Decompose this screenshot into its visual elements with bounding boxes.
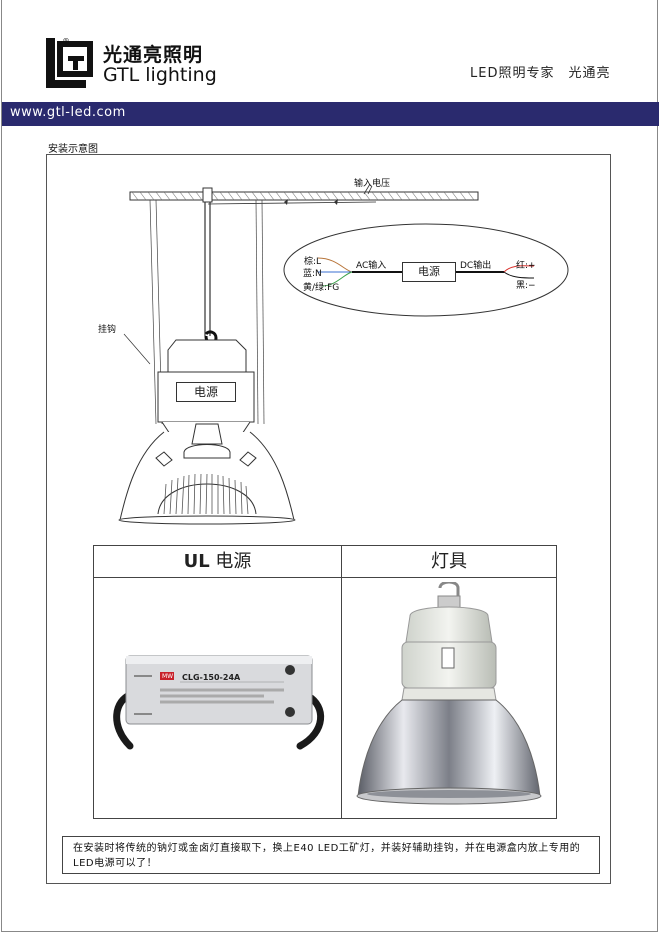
table-divider xyxy=(341,546,342,818)
wire-brown-l: 棕:L xyxy=(304,257,322,267)
registered-mark: ® xyxy=(62,37,70,46)
dc-output-label: DC输出 xyxy=(460,261,492,271)
wire-yellow-green-fg: 黄/绿:FG xyxy=(303,283,340,293)
wire-blue-n: 蓝:N xyxy=(303,269,322,279)
psu-model: CLG-150-24A xyxy=(182,673,241,682)
diagram-drawing xyxy=(118,183,569,525)
installation-diagram: 输入电压 挂钩 电源 棕:L 蓝:N 黄/绿:FG AC输入 电源 DC输出 红… xyxy=(46,154,611,544)
fixture-image xyxy=(344,580,556,816)
installation-note: 在安装时将传统的钠灯或金卤灯直接取下，换上E40 LED工矿灯，并装好辅助挂钩，… xyxy=(62,836,600,874)
tagline-brand: 光通亮 xyxy=(568,66,611,81)
wire-black-minus: 黑:− xyxy=(516,281,536,291)
tagline: LED照明专家光通亮 xyxy=(470,62,624,81)
psu-box-label: 电源 xyxy=(176,382,236,402)
psu-header-label: 电源 xyxy=(215,551,252,572)
section-title: 安装示意图 xyxy=(48,144,98,155)
wiring-psu-box: 电源 xyxy=(402,262,456,282)
main-frame xyxy=(46,154,611,884)
gtl-logo: ® xyxy=(44,36,96,94)
brand-name-cn: 光通亮照明 xyxy=(103,44,204,66)
ul-label: UL xyxy=(183,551,210,572)
tagline-expert: LED照明专家 xyxy=(470,66,555,81)
brand-name-en: GTL lighting xyxy=(103,64,217,86)
input-voltage-label: 输入电压 xyxy=(354,179,391,189)
psu-brand: MW xyxy=(162,673,173,680)
product-table: UL 电源 灯具 MW CLG-150-24A xyxy=(93,545,557,819)
url-bar: www.gtl-led.com xyxy=(2,102,659,126)
fixture-column-header: 灯具 xyxy=(342,546,556,578)
psu-column-header: UL 电源 xyxy=(94,546,341,578)
hook-label: 挂钩 xyxy=(98,325,117,335)
website-url[interactable]: www.gtl-led.com xyxy=(10,105,126,120)
ac-input-label: AC输入 xyxy=(356,261,387,271)
wire-red-plus: 红:+ xyxy=(516,261,536,271)
psu-image: MW CLG-150-24A xyxy=(104,636,330,756)
